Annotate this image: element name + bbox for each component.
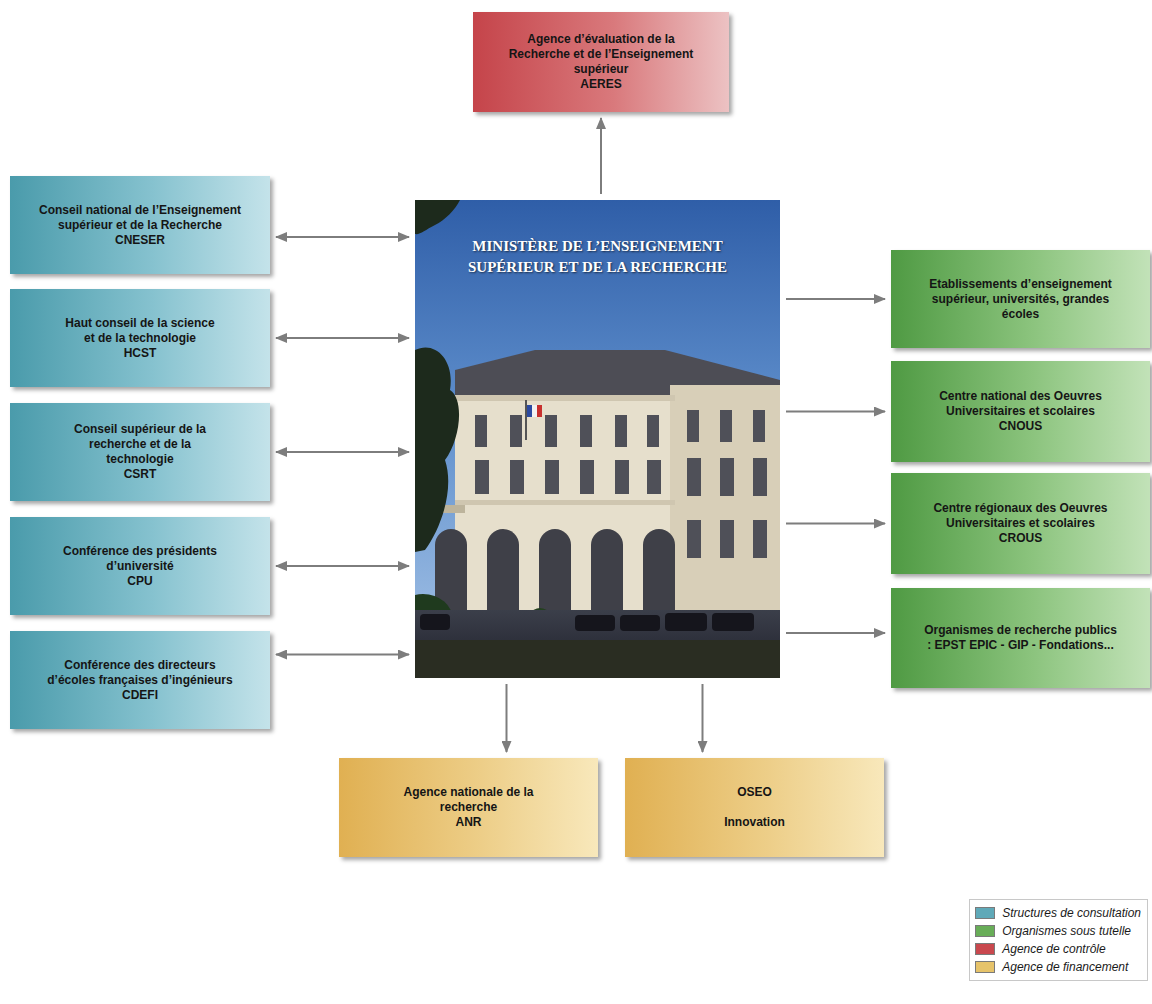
box-label: Centre régionaux des Oeuvres Universitai… <box>926 501 1116 531</box>
box-label: OSEO <box>737 785 772 800</box>
box-label: Etablissements d’enseignement supérieur,… <box>921 277 1121 322</box>
legend-swatch <box>975 925 995 937</box>
legend-label: Agence de financement <box>1002 960 1128 974</box>
acronym: CDEFI <box>122 688 158 703</box>
box-label: MINISTÈRE DE L’ENSEIGNEMENT SUPÉRIEUR ET… <box>448 236 748 278</box>
arrow-connector <box>786 298 885 300</box>
arrow-connector <box>276 654 409 656</box>
box-label: Organismes de recherche publics : EPST E… <box>921 623 1121 653</box>
acronym: CNOUS <box>999 419 1042 434</box>
organisation-box: Conférence des présidents d’universitéCP… <box>10 517 270 615</box>
arrow-connector <box>276 236 409 238</box>
legend: Structures de consultationOrganismes sou… <box>969 899 1148 981</box>
organisation-box: Conseil supérieur de la recherche et de … <box>10 403 270 501</box>
acronym: ANR <box>456 815 482 830</box>
arrow-connector <box>506 684 508 752</box>
legend-label: Organismes sous tutelle <box>1002 924 1131 938</box>
arrow-connector <box>786 523 885 525</box>
box-label: Conférence des présidents d’université <box>60 544 220 574</box>
arrow-connector <box>276 337 409 339</box>
acronym: CNESER <box>115 233 165 248</box>
acronym: AERES <box>580 77 621 92</box>
organisation-box: Organismes de recherche publics : EPST E… <box>891 588 1150 688</box>
organisation-box: Conseil national de l’Enseignement supér… <box>10 176 270 274</box>
legend-row: Agence de financement <box>975 958 1141 976</box>
acronym: CROUS <box>999 531 1042 546</box>
arrow-connector <box>702 684 704 752</box>
legend-row: Agence de contrôle <box>975 940 1141 958</box>
organisation-box: Centre national des Oeuvres Universitair… <box>891 361 1150 462</box>
legend-label: Agence de contrôle <box>1002 942 1105 956</box>
acronym: HCST <box>124 346 157 361</box>
acronym: CPU <box>127 574 152 589</box>
box-subtitle: Innovation <box>724 815 785 830</box>
box-label: Conseil supérieur de la recherche et de … <box>60 422 220 467</box>
box-label: Conseil national de l’Enseignement supér… <box>33 203 248 233</box>
organisation-box: Haut conseil de la science et de la tech… <box>10 289 270 387</box>
legend-label: Structures de consultation <box>1002 906 1141 920</box>
legend-row: Organismes sous tutelle <box>975 922 1141 940</box>
legend-swatch <box>975 943 995 955</box>
ministry-box: MINISTÈRE DE L’ENSEIGNEMENT SUPÉRIEUR ET… <box>415 200 780 678</box>
legend-swatch <box>975 961 995 973</box>
legend-swatch <box>975 907 995 919</box>
arrow-connector <box>600 118 602 194</box>
legend-row: Structures de consultation <box>975 904 1141 922</box>
box-label: Conférence des directeurs d’écoles franç… <box>45 658 235 688</box>
arrow-connector <box>276 565 409 567</box>
box-label: Agence nationale de la recherche <box>394 785 544 815</box>
organisation-box: Agence d’évaluation de la Recherche et d… <box>473 12 729 112</box>
box-label: Haut conseil de la science et de la tech… <box>60 316 220 346</box>
organisation-box: Centre régionaux des Oeuvres Universitai… <box>891 473 1150 574</box>
organisation-box: Etablissements d’enseignement supérieur,… <box>891 250 1150 348</box>
acronym: CSRT <box>124 467 157 482</box>
arrow-connector <box>786 411 885 413</box>
arrow-connector <box>276 451 409 453</box>
arrow-connector <box>786 632 885 634</box>
box-label: Agence d’évaluation de la Recherche et d… <box>506 32 696 77</box>
organisation-box: OSEO Innovation <box>625 758 884 857</box>
box-label: Centre national des Oeuvres Universitair… <box>926 389 1116 419</box>
organisation-box: Conférence des directeurs d’écoles franç… <box>10 631 270 729</box>
organisation-box: Agence nationale de la rechercheANR <box>339 758 598 857</box>
